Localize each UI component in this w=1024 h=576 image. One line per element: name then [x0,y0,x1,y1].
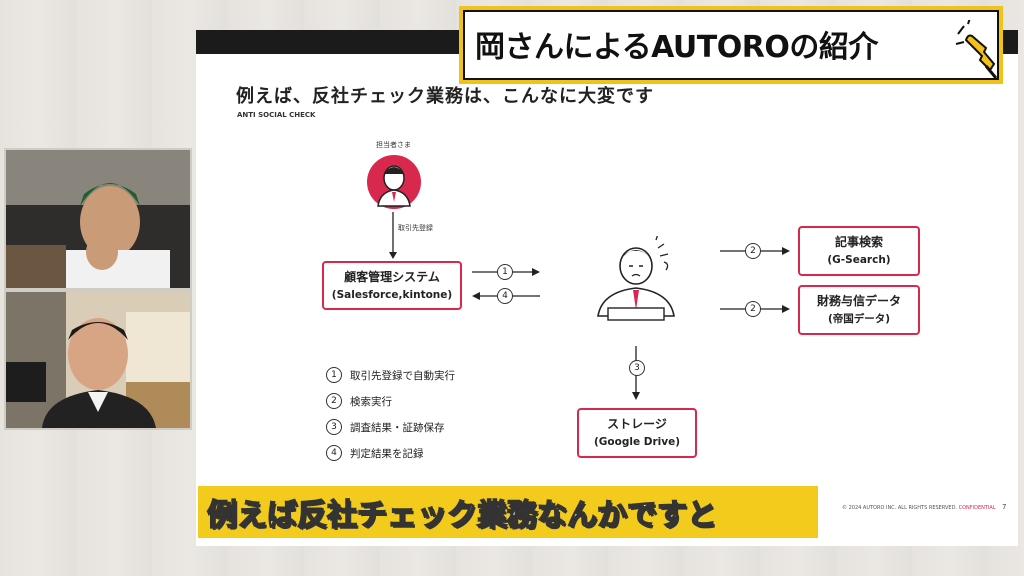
finance-line2: (帝国データ) [827,313,891,325]
step-4-number: 4 [326,445,342,461]
news-line1: 記事検索 [834,235,883,249]
crm-line1: 顧客管理システム [344,269,440,284]
person-label: 担当者さま [376,141,411,149]
news-search-box: 記事検索 (G-Search) [798,226,920,276]
pointing-hand-icon [955,20,998,79]
step-1-text: 取引先登録で自動実行 [350,369,455,382]
slide-subheading: ANTI SOCIAL CHECK [237,111,316,119]
down-arrow-icon [389,212,397,259]
participant-video-2 [4,290,192,430]
footer-confidential: CONFIDENTIAL [958,505,996,511]
title-banner [463,10,999,80]
flow-step-2-badge-bottom: 2 [745,301,761,317]
step-item-4: 4 判定結果を記録 [326,445,424,461]
person-avatar-icon [367,155,421,209]
slide-heading: 例えば、反社チェック業務は、こんなに大変です [236,86,654,107]
storage-line1: ストレージ [607,417,667,431]
storage-line2: (Google Drive) [594,436,680,448]
step-3-text: 調査結果・証跡保存 [350,421,445,434]
footer-copyright: © 2024 AUTORO INC. ALL RIGHTS RESERVED. [842,505,958,511]
finance-line1: 財務与信データ [816,294,901,308]
step-item-2: 2 検索実行 [326,393,392,409]
news-line2: (G-Search) [827,254,891,266]
register-label: 取引先登録 [398,224,433,232]
finance-data-box: 財務与信データ (帝国データ) [798,285,920,335]
step-item-3: 3 調査結果・証跡保存 [326,419,445,435]
slide-page-number: 7 [1002,503,1007,511]
crm-line2: (Salesforce,kintone) [331,288,453,301]
participant-video-1 [4,148,192,290]
subtitle-caption-bg [198,486,818,538]
step-2-text: 検索実行 [350,395,392,408]
participant-1-image [6,150,190,288]
crm-system-box: 顧客管理システム (Salesforce,kintone) [322,261,462,310]
step-item-1: 1 取引先登録で自動実行 [326,367,455,383]
participant-2-image [6,292,190,428]
step-1-number: 1 [326,367,342,383]
flow-step-3-badge: 3 [629,360,645,376]
stressed-worker-icon [597,236,675,321]
flow-step-4-badge: 4 [497,288,513,304]
slide-footer: © 2024 AUTORO INC. ALL RIGHTS RESERVED. … [842,505,996,511]
step-4-text: 判定結果を記録 [350,447,424,460]
flow-step-2-badge-top: 2 [745,243,761,259]
step-2-number: 2 [326,393,342,409]
flow-step-1-badge: 1 [497,264,513,280]
step-3-number: 3 [326,419,342,435]
subtitle-caption: 例えば反社チェック業務なんかですと [206,497,718,534]
storage-box: ストレージ (Google Drive) [577,408,697,458]
banner-title: 岡さんによるAUTOROの紹介 [475,30,878,65]
